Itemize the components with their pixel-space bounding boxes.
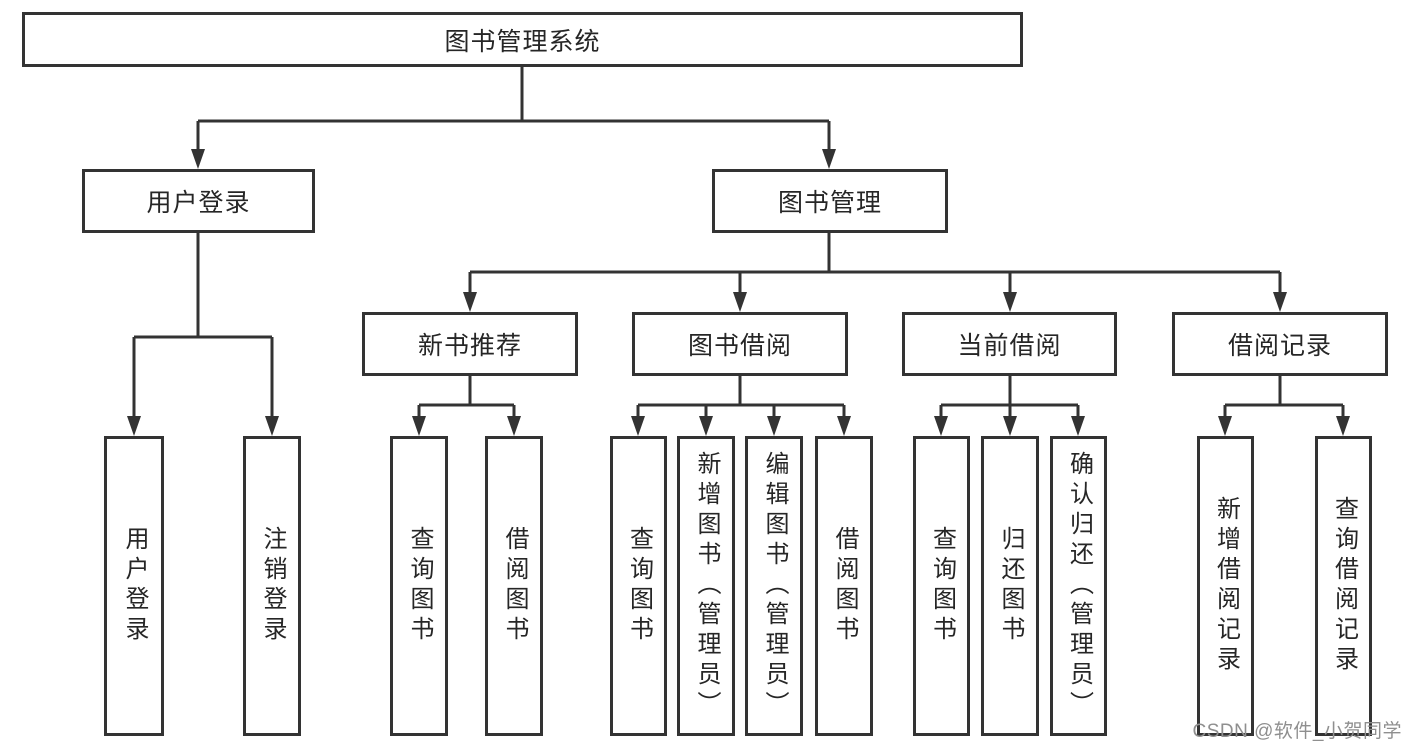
node-label: 归还图书 <box>997 526 1024 646</box>
node-label: 借阅记录 <box>1227 332 1332 360</box>
node-label: 图书借阅 <box>687 332 792 360</box>
connector-current-borrowing-to-leaves <box>939 376 1080 418</box>
connector-book-borrowing-to-leaves <box>636 376 846 418</box>
node-label: 新书推荐 <box>417 332 522 360</box>
leaf-borrowing-query-books: 查询图书 <box>610 436 667 736</box>
node-book-management: 图书管理 <box>712 169 948 233</box>
node-current-borrowing: 当前借阅 <box>902 312 1117 376</box>
node-borrowing-records: 借阅记录 <box>1172 312 1388 376</box>
node-label: 查询借阅记录 <box>1330 496 1358 676</box>
node-label: 借阅图书 <box>501 526 528 646</box>
node-label: 当前借阅 <box>957 332 1062 360</box>
leaf-current-return-books: 归还图书 <box>981 436 1039 736</box>
node-book-borrowing: 图书借阅 <box>632 312 848 376</box>
leaf-logout: 注销登录 <box>243 436 301 736</box>
node-book-management-system: 图书管理系统 <box>22 12 1023 67</box>
leaf-newbook-borrow-books: 借阅图书 <box>485 436 543 736</box>
watermark: CSDN @软件_小贺同学 <box>1192 721 1402 742</box>
node-label: 查询图书 <box>928 526 956 646</box>
connector-borrowing-records-to-leaves <box>1223 376 1345 418</box>
node-label: 借阅图书 <box>831 526 858 646</box>
node-label: 新增图书（管理员） <box>693 451 720 721</box>
node-label: 注销登录 <box>259 526 286 646</box>
node-label: 编辑图书（管理员） <box>761 451 788 721</box>
node-user-login: 用户登录 <box>82 169 315 233</box>
node-new-book-recommend: 新书推荐 <box>362 312 578 376</box>
connector-user-login-to-leaves <box>132 233 274 418</box>
leaf-borrowing-add-books-admin: 新增图书（管理员） <box>677 436 735 736</box>
node-label: 查询图书 <box>406 526 433 646</box>
node-label: 新增借阅记录 <box>1212 496 1240 676</box>
leaf-borrowing-edit-books-admin: 编辑图书（管理员） <box>745 436 803 736</box>
node-label: 图书管理系统 <box>444 27 601 56</box>
leaf-records-query-borrow-record: 查询借阅记录 <box>1315 436 1372 736</box>
leaf-user-login: 用户登录 <box>104 436 164 736</box>
leaf-current-confirm-return-admin: 确认归还（管理员） <box>1050 436 1107 736</box>
leaf-current-query-books: 查询图书 <box>913 436 970 736</box>
node-label: 查询图书 <box>625 526 653 646</box>
node-label: 用户登录 <box>146 189 251 217</box>
leaf-records-add-borrow-record: 新增借阅记录 <box>1197 436 1254 736</box>
node-label: 确认归还（管理员） <box>1065 451 1093 721</box>
connector-new-book-to-leaves <box>417 376 516 418</box>
connector-book-management-to-level3 <box>468 233 1282 294</box>
connector-root-to-level2 <box>196 67 831 151</box>
node-label: 用户登录 <box>121 526 148 646</box>
leaf-newbook-query-books: 查询图书 <box>390 436 448 736</box>
leaf-borrowing-borrow-books: 借阅图书 <box>815 436 873 736</box>
node-label: 图书管理 <box>777 189 882 217</box>
